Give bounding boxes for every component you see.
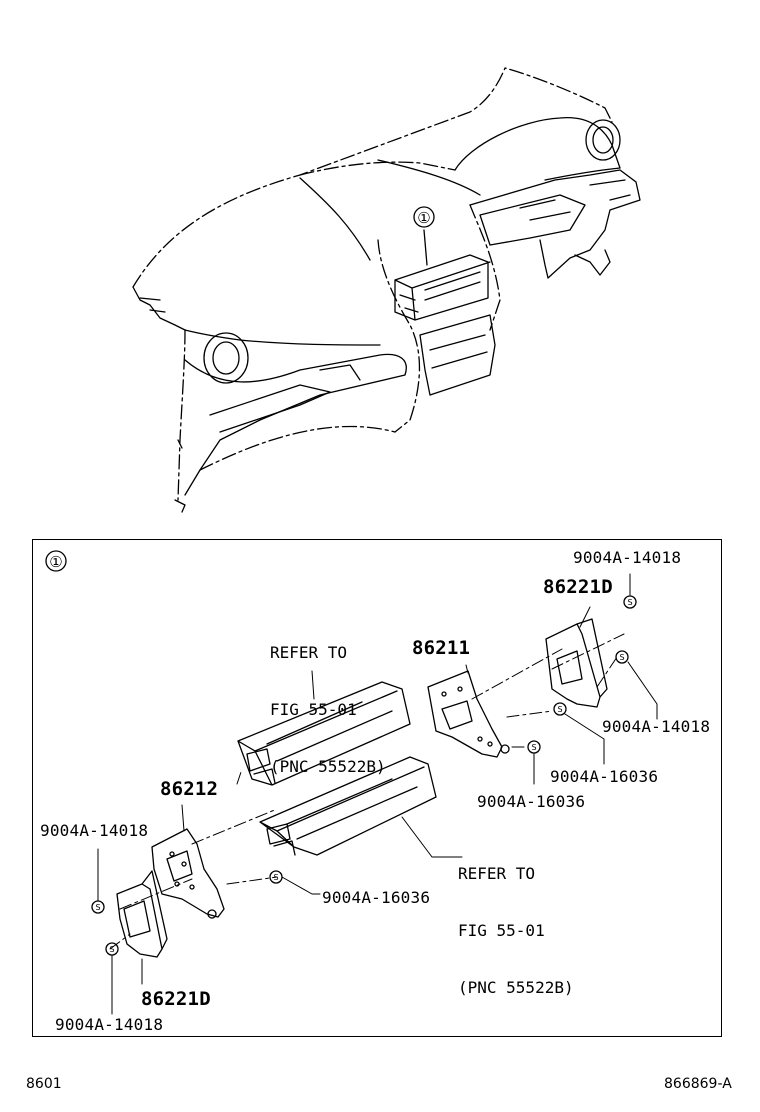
refer-upper-line-3: (PNC 55522B) — [270, 757, 386, 776]
refer-lower-line-2: FIG 55-01 — [458, 921, 545, 940]
dashboard-overview-illustration: ① — [0, 0, 760, 520]
center-stack-outline — [378, 240, 419, 432]
glovebox-edge — [210, 365, 360, 432]
lower-trim — [200, 426, 395, 470]
bracket-86221D-bottom — [117, 871, 167, 957]
label-86221D-top: 86221D — [543, 576, 613, 598]
label-9004A-16036-lower: 9004A-16036 — [322, 888, 431, 907]
left-side-panel — [178, 330, 185, 500]
foot-bracket — [175, 440, 185, 512]
screw-5-mark: S — [273, 873, 278, 882]
left-vent-ring — [204, 333, 248, 383]
refer-upper-line-1: REFER TO — [270, 643, 348, 662]
refer-lower-line-1: REFER TO — [458, 864, 536, 883]
screw-7-mark: S — [109, 945, 114, 954]
bracket-86212 — [152, 829, 224, 917]
dash-top-outline — [133, 68, 612, 287]
screw-2-mark: S — [619, 653, 624, 662]
front-lip — [185, 330, 380, 345]
refer-upper-line-2: FIG 55-01 — [270, 700, 357, 719]
footer-right-code: 866869-A — [664, 1076, 732, 1092]
label-86212: 86212 — [160, 778, 219, 800]
upper-pocket-box — [238, 682, 410, 785]
screw-3-mark: S — [557, 705, 562, 714]
left-lower-panel — [185, 354, 406, 495]
footer-left-code: 8601 — [26, 1076, 62, 1092]
label-86211: 86211 — [412, 637, 471, 659]
right-lower-bracket — [575, 250, 610, 275]
right-vent-inner — [593, 127, 613, 153]
detail-callout-text: ① — [49, 553, 62, 571]
right-console-detail — [480, 180, 630, 245]
bracket-86211 — [428, 671, 502, 757]
label-9004A-14018-top: 9004A-14018 — [573, 548, 682, 567]
overview-callout-leader — [424, 230, 427, 265]
label-9004A-14018-bottom: 9004A-14018 — [55, 1015, 164, 1034]
refer-note-lower: REFER TO FIG 55-01 (PNC 55522B) — [458, 826, 574, 1016]
upper-pocket-bracket — [247, 749, 275, 783]
dash-upper-crease — [300, 160, 480, 260]
overview-callout-text: ① — [417, 209, 430, 227]
screw-3 — [554, 703, 566, 715]
label-9004A-16036-right: 9004A-16036 — [550, 767, 659, 786]
screw-2 — [616, 651, 628, 663]
label-9004A-16036-mid: 9004A-16036 — [477, 792, 586, 811]
label-9004A-14018-left: 9004A-14018 — [40, 821, 149, 840]
screw-4-mark: S — [531, 743, 536, 752]
detail-callout-circle — [46, 551, 66, 571]
label-86221D-bottom: 86221D — [141, 988, 211, 1010]
right-console — [470, 170, 640, 278]
bracket-86212-holes — [170, 852, 216, 918]
label-9004A-14018-right: 9004A-14018 — [602, 717, 711, 736]
screw-1-mark: S — [627, 598, 632, 607]
screw-4 — [528, 741, 540, 753]
lower-pocket-box — [260, 757, 436, 855]
overview-callout-circle — [414, 207, 434, 227]
screw-6-mark: S — [95, 903, 100, 912]
detail-frame — [32, 539, 722, 1037]
screw-1 — [624, 596, 636, 608]
lower-pocket-bracket — [267, 824, 295, 855]
bracket-86211-holes — [442, 687, 509, 753]
assembly-axis-lines — [110, 634, 624, 949]
right-vent-ring — [586, 120, 620, 160]
left-vent-inner — [213, 342, 239, 374]
lower-stack-opening — [420, 315, 495, 395]
upper-pocket — [395, 255, 490, 320]
leader-lines — [98, 574, 657, 1014]
detail-exploded-diagram: ① — [32, 539, 722, 1037]
left-end-cap — [133, 287, 185, 330]
bracket-86221D-top — [546, 619, 607, 707]
refer-lower-line-3: (PNC 55522B) — [458, 978, 574, 997]
cluster-hood — [455, 118, 620, 180]
dash-rear-edge — [300, 162, 455, 175]
refer-note-upper: REFER TO FIG 55-01 (PNC 55522B) — [270, 605, 386, 795]
center-stack-right — [470, 205, 500, 330]
